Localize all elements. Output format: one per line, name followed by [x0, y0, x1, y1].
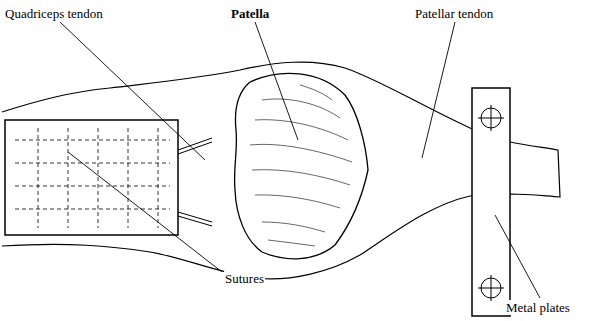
suture-strands	[178, 138, 212, 226]
patella-outline	[235, 73, 368, 258]
part-label: Metal plates	[505, 300, 571, 315]
right-metal-plate	[472, 88, 510, 316]
part-label: Sutures	[224, 271, 265, 286]
bolt-symbols	[478, 105, 504, 301]
part-label: Patella	[230, 6, 270, 21]
leader-lines	[60, 22, 540, 298]
patella-shading	[250, 85, 352, 246]
part-label: Patellar tendon	[414, 6, 494, 21]
part-label: Quadriceps tendon	[4, 6, 104, 21]
